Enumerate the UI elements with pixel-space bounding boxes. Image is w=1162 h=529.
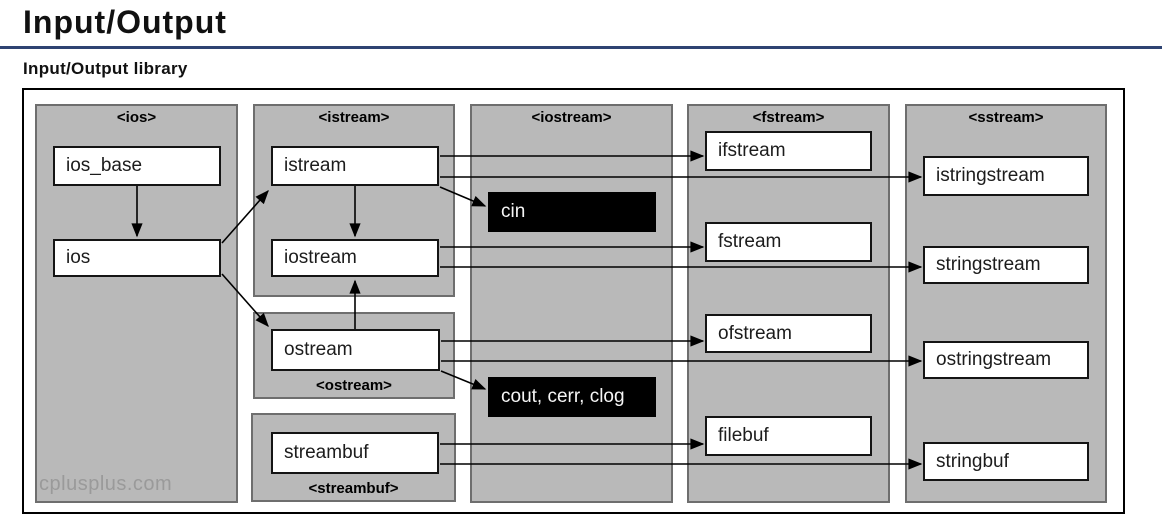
panel-footer-ostream: <ostream> — [316, 377, 392, 394]
box-ios_base: ios_base — [53, 146, 221, 186]
page-subtitle: Input/Output library — [23, 59, 188, 78]
title-rule — [0, 46, 1162, 49]
box-iostream: iostream — [271, 239, 439, 277]
box-cin: cin — [488, 192, 656, 232]
panel-header-iostream: <iostream> — [531, 109, 612, 126]
connector-ios-to-ostream — [221, 273, 269, 328]
watermark: cplusplus.com — [39, 473, 173, 495]
connector-istream-to-cin — [439, 186, 487, 207]
box-istringstream: istringstream — [923, 156, 1089, 196]
connector-ostream-to-cout_cerr_clog — [440, 370, 487, 390]
box-stringbuf: stringbuf — [923, 442, 1089, 481]
box-ios: ios — [53, 239, 221, 277]
panel-header-sstream: <sstream> — [968, 109, 1044, 126]
box-istream: istream — [271, 146, 439, 186]
panel-header-ios: <ios> — [116, 109, 157, 126]
box-ostringstream: ostringstream — [923, 341, 1089, 379]
panel-footer-streambuf: <streambuf> — [308, 480, 399, 497]
panel-iostream: <iostream> — [470, 104, 673, 503]
box-streambuf: streambuf — [271, 432, 439, 474]
box-stringstream: stringstream — [923, 246, 1089, 284]
connector-ios-to-istream — [221, 189, 269, 244]
box-cout_cerr_clog: cout, cerr, clog — [488, 377, 656, 417]
box-ostream: ostream — [271, 329, 440, 371]
box-fstream: fstream — [705, 222, 872, 262]
box-filebuf: filebuf — [705, 416, 872, 456]
diagram-frame: <ios> cplusplus.com <istream> <ostream> … — [22, 88, 1125, 514]
connector-lines — [131, 150, 923, 470]
panel-header-fstream: <fstream> — [752, 109, 825, 126]
page-title: Input/Output — [23, 4, 227, 40]
box-ifstream: ifstream — [705, 131, 872, 171]
panel-header-istream: <istream> — [318, 109, 390, 126]
box-ofstream: ofstream — [705, 314, 872, 353]
